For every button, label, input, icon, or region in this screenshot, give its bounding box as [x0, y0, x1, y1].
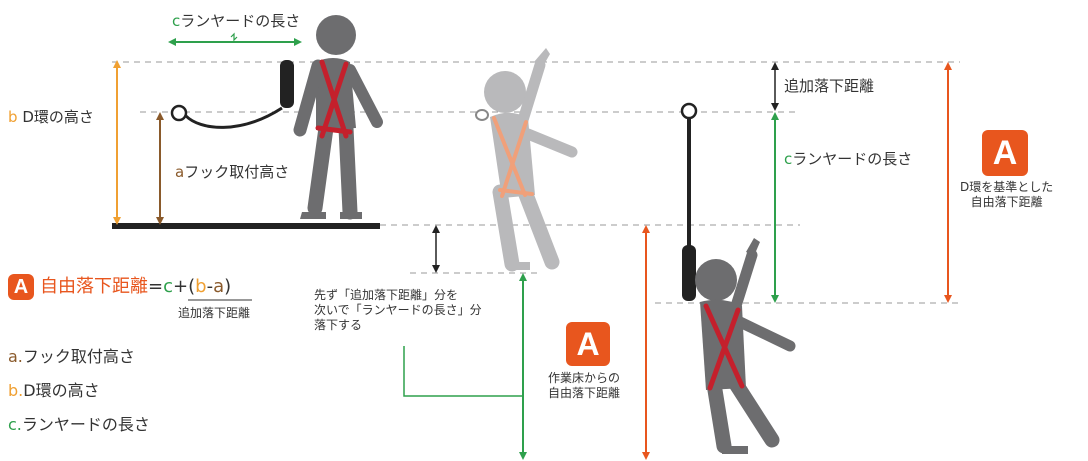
- d-ring-fall-badge: A: [982, 130, 1028, 176]
- extra-fall-label: 追加落下距離: [784, 77, 875, 95]
- legend-item-c: c.ランヤードの長さ: [8, 415, 150, 434]
- falling-harness: [492, 116, 534, 198]
- platform-fall-badge: A: [566, 322, 610, 366]
- d-ring-fall-caption: D環を基準とした 自由落下距離: [960, 180, 1054, 209]
- note-leader-line: [403, 346, 522, 397]
- fall-sequence-note: 先ず「追加落下距離」分を 次いで「ランヤードの長さ」分 落下する: [314, 288, 482, 332]
- right-lanyard-label: cランヤードの長さ: [784, 150, 913, 168]
- standing-harness: [315, 59, 353, 139]
- legend-item-b: b.D環の高さ: [8, 381, 100, 400]
- hook-height-label: aフック取付高さ: [175, 163, 290, 181]
- formula: 自由落下距離=c+(b-a): [40, 276, 232, 297]
- reference-lines: [112, 61, 960, 304]
- hanging-harness: [703, 303, 745, 391]
- platform-fall-caption: 作業床からの 自由落下距離: [548, 371, 621, 400]
- anchor-hook-right: [680, 102, 698, 120]
- standing-worker-figure: [293, 15, 383, 220]
- legend-item-a: a.フック取付高さ: [8, 347, 135, 366]
- formula-badge-a: A: [8, 274, 34, 300]
- falling-worker-figure: [484, 48, 578, 272]
- formula-underline-note: 追加落下距離: [178, 306, 251, 320]
- top-lanyard-label: cランヤードの長さ: [172, 12, 301, 30]
- anchor-hook-left: [170, 104, 188, 122]
- shock-absorber-hanging: [682, 245, 696, 301]
- lanyard-rope: [184, 106, 283, 129]
- d-ring-height-label: b D環の高さ: [8, 108, 94, 126]
- shock-absorber: [280, 60, 294, 108]
- work-platform: [112, 223, 380, 229]
